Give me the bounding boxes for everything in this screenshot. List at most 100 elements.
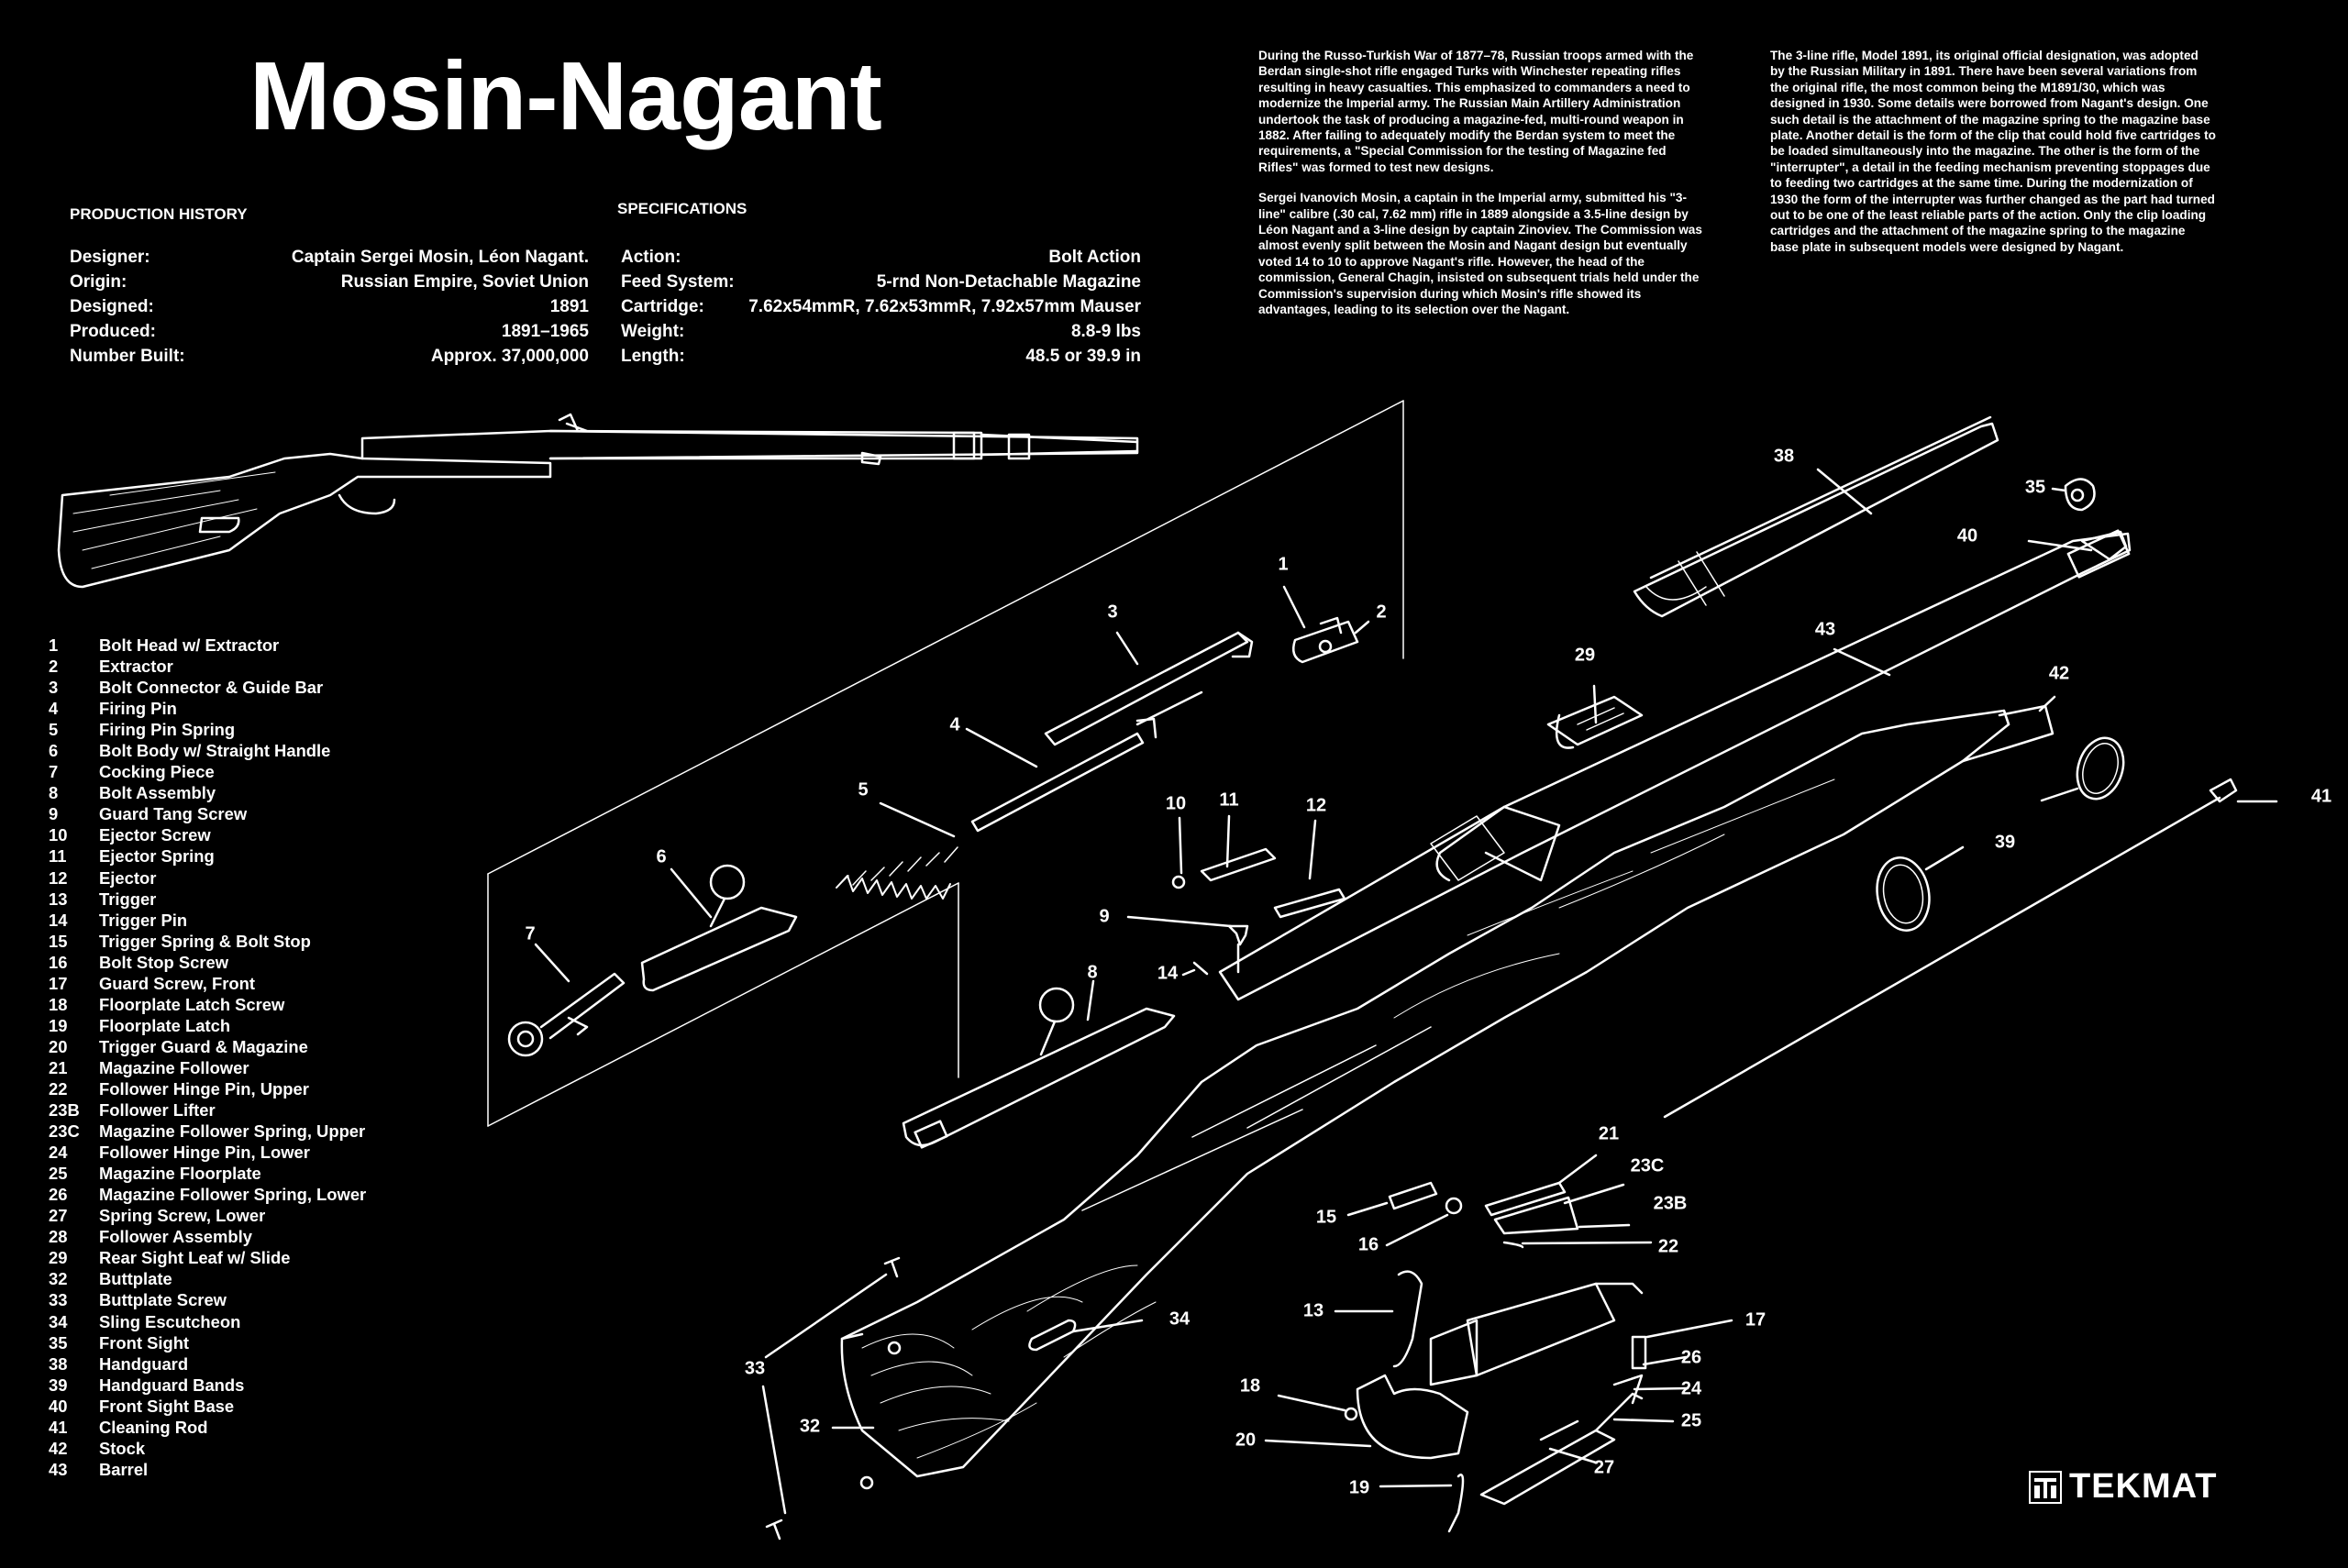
- legend-num: 38: [49, 1353, 68, 1374]
- callout-43: 43: [1814, 619, 1836, 640]
- legend-num: 41: [49, 1417, 68, 1437]
- specs-row: Action:Bolt Action: [621, 248, 1141, 267]
- production-row: Designer:Captain Sergei Mosin, Léon Naga…: [70, 248, 589, 267]
- legend-name: Trigger Guard & Magazine: [99, 1036, 308, 1056]
- production-heading: PRODUCTION HISTORY: [70, 205, 248, 223]
- legend-num: 6: [49, 741, 59, 761]
- specs-label: Weight:: [621, 322, 685, 341]
- history-paragraph-1: During the Russo-Turkish War of 1877–78,…: [1258, 49, 1694, 174]
- legend-name: Guard Tang Screw: [99, 804, 248, 824]
- legend-num: 28: [49, 1227, 68, 1247]
- callout-34: 34: [1168, 1309, 1191, 1330]
- callout-10: 10: [1165, 793, 1187, 814]
- legend-name: Sling Escutcheon: [99, 1311, 241, 1331]
- legend-num: 19: [49, 1015, 68, 1035]
- legend-name: Follower Lifter: [99, 1100, 216, 1121]
- legend-name: Buttplate: [99, 1269, 172, 1289]
- legend-item: 19 Floorplate Latch: [49, 1015, 366, 1036]
- legend-num: 35: [49, 1332, 68, 1353]
- legend-name: Floorplate Latch Screw: [99, 994, 285, 1014]
- stock: [840, 704, 2054, 1490]
- legend-num: 7: [49, 762, 59, 782]
- production-label: Designed:: [70, 297, 154, 316]
- callout-6: 6: [656, 846, 667, 867]
- legend-name: Ejector: [99, 867, 157, 888]
- legend-num: 8: [49, 783, 59, 803]
- callout-15: 15: [1315, 1207, 1337, 1228]
- history-paragraph-2: Sergei Ivanovich Mosin, a captain in the…: [1258, 191, 1702, 317]
- legend-name: Bolt Connector & Guide Bar: [99, 678, 324, 698]
- legend-num: 1: [49, 635, 59, 655]
- production-label: Origin:: [70, 272, 127, 292]
- leader-lines: [534, 468, 2278, 1515]
- specs-label: Cartridge:: [621, 297, 704, 316]
- callout-33: 33: [744, 1358, 766, 1379]
- callout-19: 19: [1348, 1477, 1370, 1498]
- legend-name: Barrel: [99, 1459, 149, 1479]
- legend-num: 25: [49, 1164, 68, 1184]
- legend-num: 3: [49, 678, 59, 698]
- callout-18: 18: [1239, 1375, 1261, 1397]
- specs-value: 7.62x54mmR, 7.62x53mmR, 7.92x57mm Mauser: [748, 297, 1141, 316]
- production-row: Designed:1891: [70, 297, 589, 316]
- legend-name: Front Sight: [99, 1332, 190, 1353]
- callout-23c: 23C: [1630, 1155, 1665, 1176]
- legend-name: Floorplate Latch: [99, 1015, 231, 1035]
- legend-num: 42: [49, 1438, 68, 1458]
- callout-24: 24: [1680, 1378, 1702, 1399]
- rod-bands: [1663, 736, 2238, 1119]
- legend-num: 15: [49, 931, 68, 951]
- specs-value: 8.8-9 lbs: [1070, 322, 1141, 341]
- legend-num: 2: [49, 657, 59, 677]
- legend-num: 27: [49, 1206, 68, 1226]
- legend-num: 40: [49, 1396, 68, 1416]
- production-label: Produced:: [70, 322, 156, 341]
- callout-3: 3: [1107, 602, 1118, 623]
- history-column-left: During the Russo-Turkish War of 1877–78,…: [1258, 48, 1704, 333]
- callout-25: 25: [1680, 1410, 1702, 1431]
- legend-num: 14: [49, 910, 68, 930]
- legend-item: 32 Buttplate: [49, 1268, 366, 1289]
- production-value: 1891–1965: [501, 322, 589, 341]
- legend-num: 32: [49, 1269, 68, 1289]
- legend-name: Front Sight Base: [99, 1396, 235, 1416]
- legend-num: 22: [49, 1078, 68, 1099]
- production-value: Russian Empire, Soviet Union: [340, 272, 589, 292]
- callout-22: 22: [1657, 1236, 1679, 1257]
- legend-item: 35 Front Sight: [49, 1332, 366, 1353]
- legend-name: Firing Pin Spring: [99, 720, 236, 740]
- production-row: Produced: 1891–1965: [70, 322, 589, 341]
- specs-value: 48.5 or 39.9 in: [1025, 347, 1141, 366]
- callout-8: 8: [1087, 962, 1098, 983]
- legend-num: 16: [49, 952, 68, 972]
- legend-item: 9 Guard Tang Screw: [49, 803, 366, 824]
- specs-value: 5-rnd Non-Detachable Magazine: [876, 272, 1141, 292]
- legend-num: 39: [49, 1375, 68, 1395]
- callout-17: 17: [1744, 1309, 1767, 1331]
- callout-26: 26: [1680, 1347, 1702, 1368]
- callout-20: 20: [1235, 1430, 1257, 1451]
- legend-name: Guard Screw, Front: [99, 973, 255, 993]
- callout-16: 16: [1357, 1234, 1379, 1255]
- legend-name: Stock: [99, 1438, 146, 1458]
- legend-num: 23C: [49, 1121, 80, 1142]
- production-row: Origin: Russian Empire, Soviet Union: [70, 272, 589, 292]
- history-column-right: The 3-line rifle, Model 1891, its origin…: [1770, 48, 2216, 270]
- legend-num: 9: [49, 804, 59, 824]
